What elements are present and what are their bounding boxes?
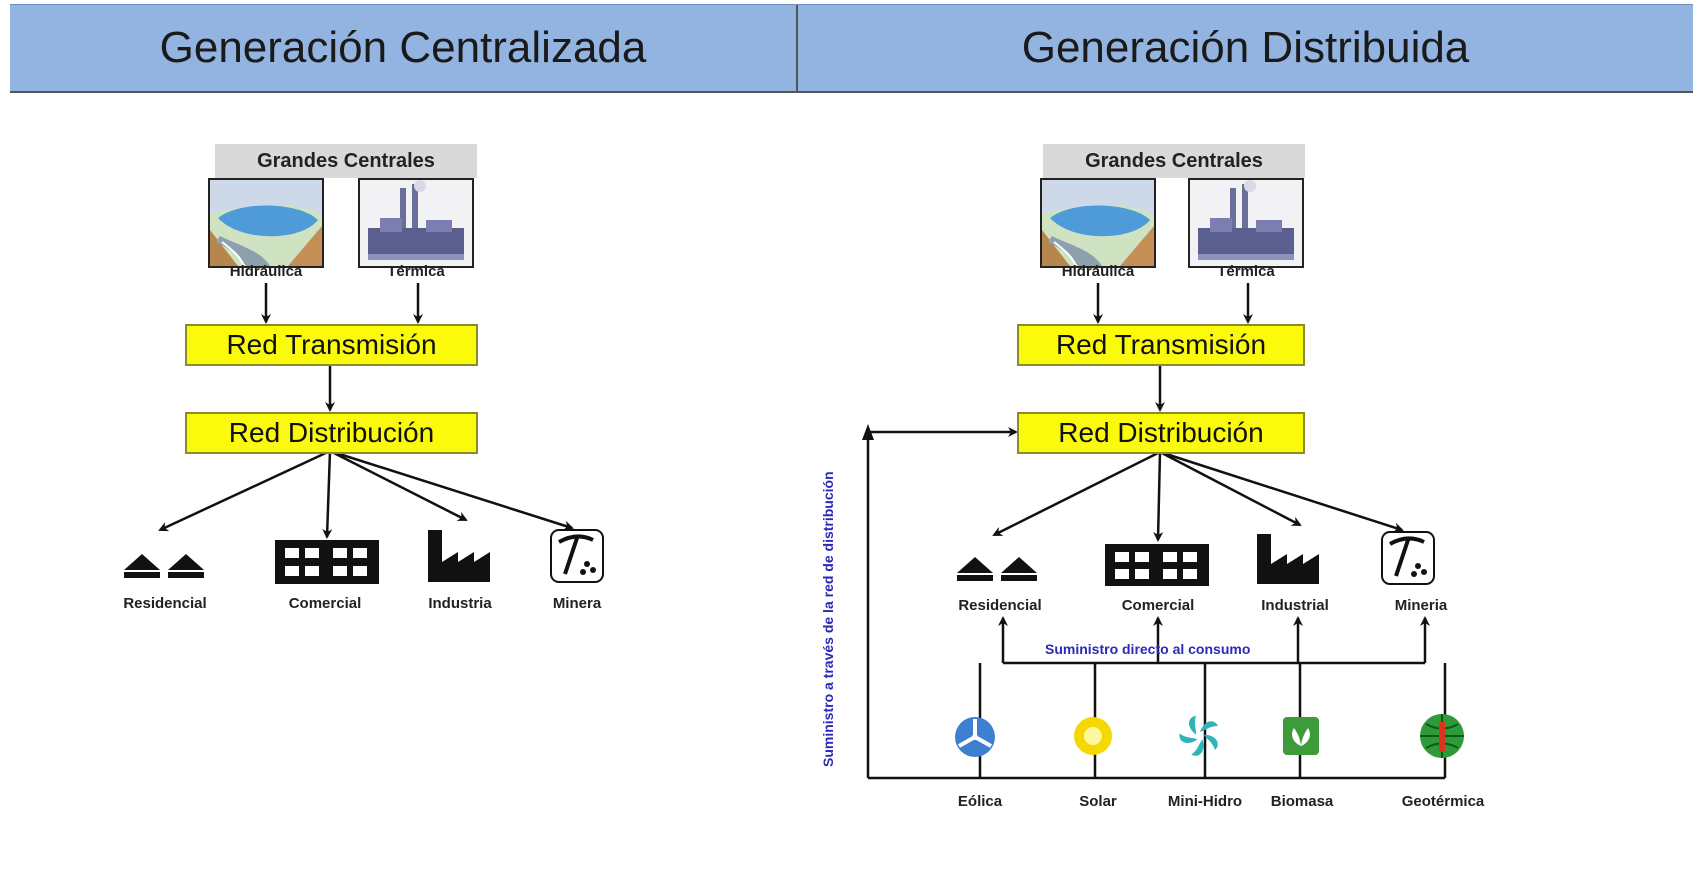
industry-icon-d [1257, 534, 1319, 584]
geothermal-icon [1420, 714, 1464, 758]
transmission-box: Red Transmisión [185, 324, 478, 366]
centralized-title: Generación Centralizada [159, 23, 647, 72]
consumer-label-mining: Minera [552, 595, 602, 612]
hydro-label: Hidráulica [229, 263, 303, 280]
grid-supply-label: Suministro a través de la red de distrib… [820, 471, 836, 767]
wind-icon [955, 717, 995, 757]
biomass-icon [1283, 717, 1319, 755]
consumer-label-mining-d: Mineria [1394, 597, 1448, 614]
source-label-mini-hydro: Mini-Hidro [1167, 793, 1243, 810]
to-comercial-arrow-d [1153, 451, 1164, 542]
distribution-box-d: Red Distribución [1017, 412, 1305, 454]
thermal-label-d: Térmica [1217, 263, 1275, 280]
to-industrial-arrow-d [1159, 450, 1302, 527]
source-label-solar: Solar [1079, 793, 1117, 810]
to-residencial-arrow [158, 449, 331, 532]
solar-icon [1074, 717, 1112, 755]
distribution-box: Red Distribución [185, 412, 478, 454]
distributed-title: Generación Distribuida [1021, 23, 1470, 72]
industry-icon [428, 530, 490, 582]
consumer-label-industrial-d: Industrial [1261, 597, 1329, 614]
hydro-dam-image [208, 178, 324, 268]
thermal-plant-image [358, 178, 474, 268]
transmission-box-d: Red Transmisión [1017, 324, 1305, 366]
consumer-label-residential: Residencial [123, 595, 207, 612]
to-comercial-arrow [322, 450, 333, 539]
to-minera-arrow [329, 449, 574, 531]
header-divider [796, 5, 798, 91]
mini-hydro-icon [1179, 715, 1218, 756]
thermal-label: Térmica [387, 263, 445, 280]
consumer-label-commercial: Comercial [288, 595, 362, 612]
mining-icon-d [1381, 531, 1435, 585]
header-bar: Generación Centralizada Generación Distr… [10, 4, 1693, 93]
consumer-label-industry: Industria [428, 595, 492, 612]
thermal-plant-image-d [1188, 178, 1304, 268]
mining-icon [550, 529, 604, 583]
to-residencial-arrow-d [992, 450, 1161, 537]
large-plants-title: Grandes Centrales [215, 144, 477, 178]
residential-icon-d [957, 557, 1037, 581]
source-label-biomass: Biomasa [1270, 793, 1334, 810]
commercial-icon [275, 540, 379, 584]
hydro-dam-image-d [1040, 178, 1156, 268]
source-label-wind: Eólica [957, 793, 1003, 810]
consumer-label-residential-d: Residencial [958, 597, 1042, 614]
hydro-label-d: Hidráulica [1061, 263, 1135, 280]
consumer-label-commercial-d: Comercial [1121, 597, 1195, 614]
to-mineria-arrow-d [1159, 450, 1404, 533]
to-industria-arrow [329, 449, 468, 522]
source-label-geothermal: Geotérmica [1401, 793, 1485, 810]
commercial-icon-d [1105, 544, 1209, 586]
direct-supply-label: Suministro directo al consumo [1045, 641, 1251, 657]
large-plants-title-d: Grandes Centrales [1043, 144, 1305, 178]
residential-icon [124, 554, 204, 578]
